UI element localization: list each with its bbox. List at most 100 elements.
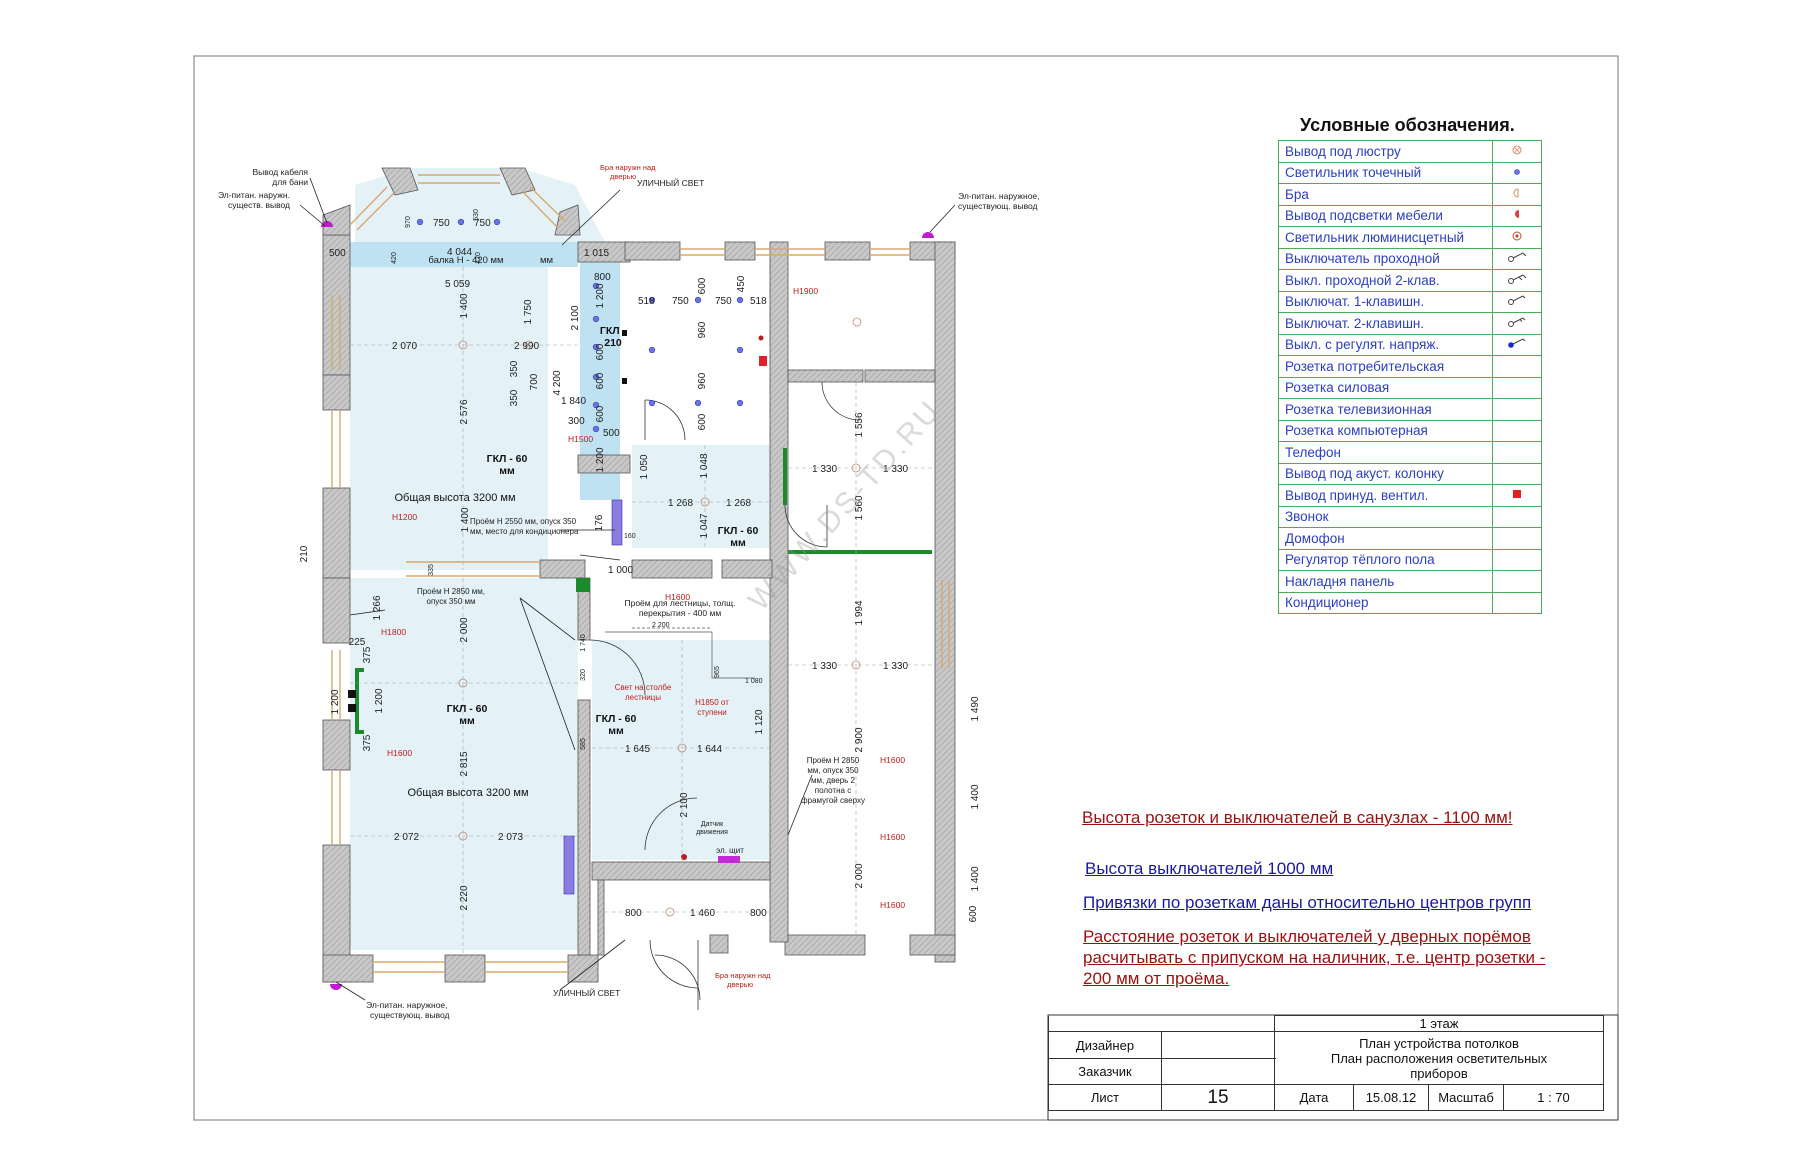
- note-bathroom-height: Высота розеток и выключателей в санузлах…: [1082, 808, 1513, 827]
- dimension-label: 160: [624, 533, 636, 540]
- legend-label: Вывод подсветки мебели: [1278, 204, 1493, 227]
- plan-annotation: Свет на столбе: [615, 683, 672, 692]
- dimension-label: 350: [509, 360, 520, 377]
- dimension-label: 1 400: [460, 507, 471, 532]
- legend-row: Вывод под люстру: [1278, 140, 1542, 163]
- dimension-label: 1 330: [812, 661, 837, 672]
- dimension-label: 2 000: [854, 863, 865, 888]
- dimension-label: 2 070: [392, 341, 417, 352]
- legend-label: Светильник люминисцетный: [1278, 226, 1493, 249]
- legend-label: Вывод принуд. вентил.: [1278, 484, 1493, 507]
- legend-row: Выключат. 1-клавишн.: [1278, 290, 1542, 313]
- legend-title: Условные обозначения.: [1300, 115, 1515, 135]
- room-label: ГКЛ - 60: [447, 703, 488, 715]
- plan-annotation: ступени: [697, 708, 726, 717]
- legend-label: Кондиционер: [1278, 591, 1493, 614]
- plan-annotation: для бани: [272, 177, 308, 187]
- dimension-label: 1 000: [608, 565, 633, 576]
- dimension-label: 1 015: [584, 248, 609, 259]
- dimension-label: 1 400: [459, 293, 470, 318]
- dimension-label: 450: [736, 275, 747, 292]
- stamp-customer-label: Заказчик: [1048, 1058, 1162, 1085]
- chandelier-outlet-icon: [1492, 140, 1542, 163]
- legend-row: Розетка телевизионная: [1278, 398, 1542, 421]
- plan-annotation: Датчик: [701, 821, 724, 828]
- dimension-label: 530: [473, 209, 480, 221]
- plan-annotation: существ. вывод: [228, 200, 290, 210]
- dimension-label: 375: [362, 646, 373, 663]
- legend-symbol-empty: [1492, 591, 1542, 614]
- dimension-label: 1 994: [854, 600, 865, 625]
- plan-annotation: фрамугой сверху: [801, 796, 865, 805]
- dimension-label: 965: [714, 666, 721, 678]
- dimension-label: 2 576: [459, 399, 470, 424]
- plan-annotation: Бра наружн над: [715, 971, 771, 980]
- dimension-label: 2 073: [498, 832, 523, 843]
- dimension-label: 750: [433, 218, 450, 229]
- sconce-icon: [1492, 183, 1542, 206]
- stamp-title: План устройства потолков План расположен…: [1274, 1031, 1604, 1085]
- height-marker: Н1600: [880, 832, 905, 842]
- plan-annotation: Эл-питан. наружное,: [366, 1000, 448, 1010]
- legend-symbol-empty: [1492, 376, 1542, 399]
- pass-switch-icon: [1492, 247, 1542, 270]
- plan-annotation: УЛИЧНЫЙ СВЕТ: [637, 177, 704, 188]
- legend-symbol-empty: [1492, 505, 1542, 528]
- dimension-label: 970: [405, 216, 412, 228]
- height-marker-layer: Н1900Н1500Н1200Н1600Н1800Н1600Н1600Н1600…: [381, 286, 905, 910]
- plan-annotation: Эл-питан. наружное,: [958, 191, 1040, 201]
- room-label-sub: 210: [604, 337, 622, 349]
- dimension-label: 1 080: [745, 678, 763, 685]
- plan-annotation: мм, место для кондиционера: [470, 527, 579, 536]
- dimension-label: 2 072: [394, 832, 419, 843]
- plan-annotation: эл. щит: [716, 846, 744, 855]
- room-label: ГКЛ -: [600, 325, 627, 337]
- dimension-label: 420: [391, 252, 398, 264]
- dimension-label: 750: [474, 218, 491, 229]
- dimension-label: 750: [715, 296, 732, 307]
- room-label-sub: мм: [499, 465, 515, 477]
- dimension-label: 1 400: [970, 866, 981, 891]
- legend-label: Домофон: [1278, 527, 1493, 550]
- room-label: ГКЛ - 60: [718, 525, 759, 537]
- room-label-sub: мм: [608, 725, 624, 737]
- leader-lines: [299, 177, 956, 1001]
- legend-label: Розетка компьютерная: [1278, 419, 1493, 442]
- dimension-label: 420: [475, 252, 482, 264]
- plan-annotation: УЛИЧНЫЙ СВЕТ: [553, 987, 620, 998]
- stamp-sheet-number: 15: [1161, 1084, 1275, 1111]
- dimension-label: 2 100: [570, 305, 581, 330]
- room-label-sub: мм: [730, 537, 746, 549]
- dimension-label: 600: [697, 413, 708, 430]
- stamp-floor: 1 этаж: [1274, 1015, 1604, 1032]
- fluorescent-lamp-icon: [1492, 226, 1542, 249]
- legend-label: Розетка силовая: [1278, 376, 1493, 399]
- height-marker: Н1500: [568, 434, 593, 444]
- height-marker: Н1800: [381, 627, 406, 637]
- dimension-label: 320: [580, 669, 587, 681]
- dimension-label: 700: [529, 373, 540, 390]
- legend-row: Звонок: [1278, 505, 1542, 528]
- note-socket-reference: Привязки по розеткам даны относительно ц…: [1083, 893, 1532, 912]
- dimension-label: 1 200: [595, 283, 606, 308]
- legend-label: Розетка потребительская: [1278, 355, 1493, 378]
- total-height-label: Общая высота 3200 мм: [394, 492, 515, 504]
- dimension-label: 600: [595, 372, 606, 389]
- legend-row: Выкл. проходной 2-клав.: [1278, 269, 1542, 292]
- dimension-label: 1 200: [330, 689, 341, 714]
- plan-annotation: дверью: [610, 172, 637, 181]
- legend-label: Вывод под акуст. колонку: [1278, 462, 1493, 485]
- dimension-label: 600: [595, 405, 606, 422]
- sheet-frame: [193, 55, 1619, 1121]
- outdoor-power-markers: [321, 221, 934, 990]
- plan-annotation: существующ. вывод: [958, 201, 1038, 211]
- dimension-label: 5 059: [445, 279, 470, 290]
- dimension-label: 1 840: [561, 396, 586, 407]
- stamp-date-value: 15.08.12: [1353, 1084, 1429, 1111]
- total-height-label: Общая высота 3200 мм: [407, 787, 528, 799]
- legend-row: Вывод принуд. вентил.: [1278, 484, 1542, 507]
- legend-row: Накладня панель: [1278, 570, 1542, 593]
